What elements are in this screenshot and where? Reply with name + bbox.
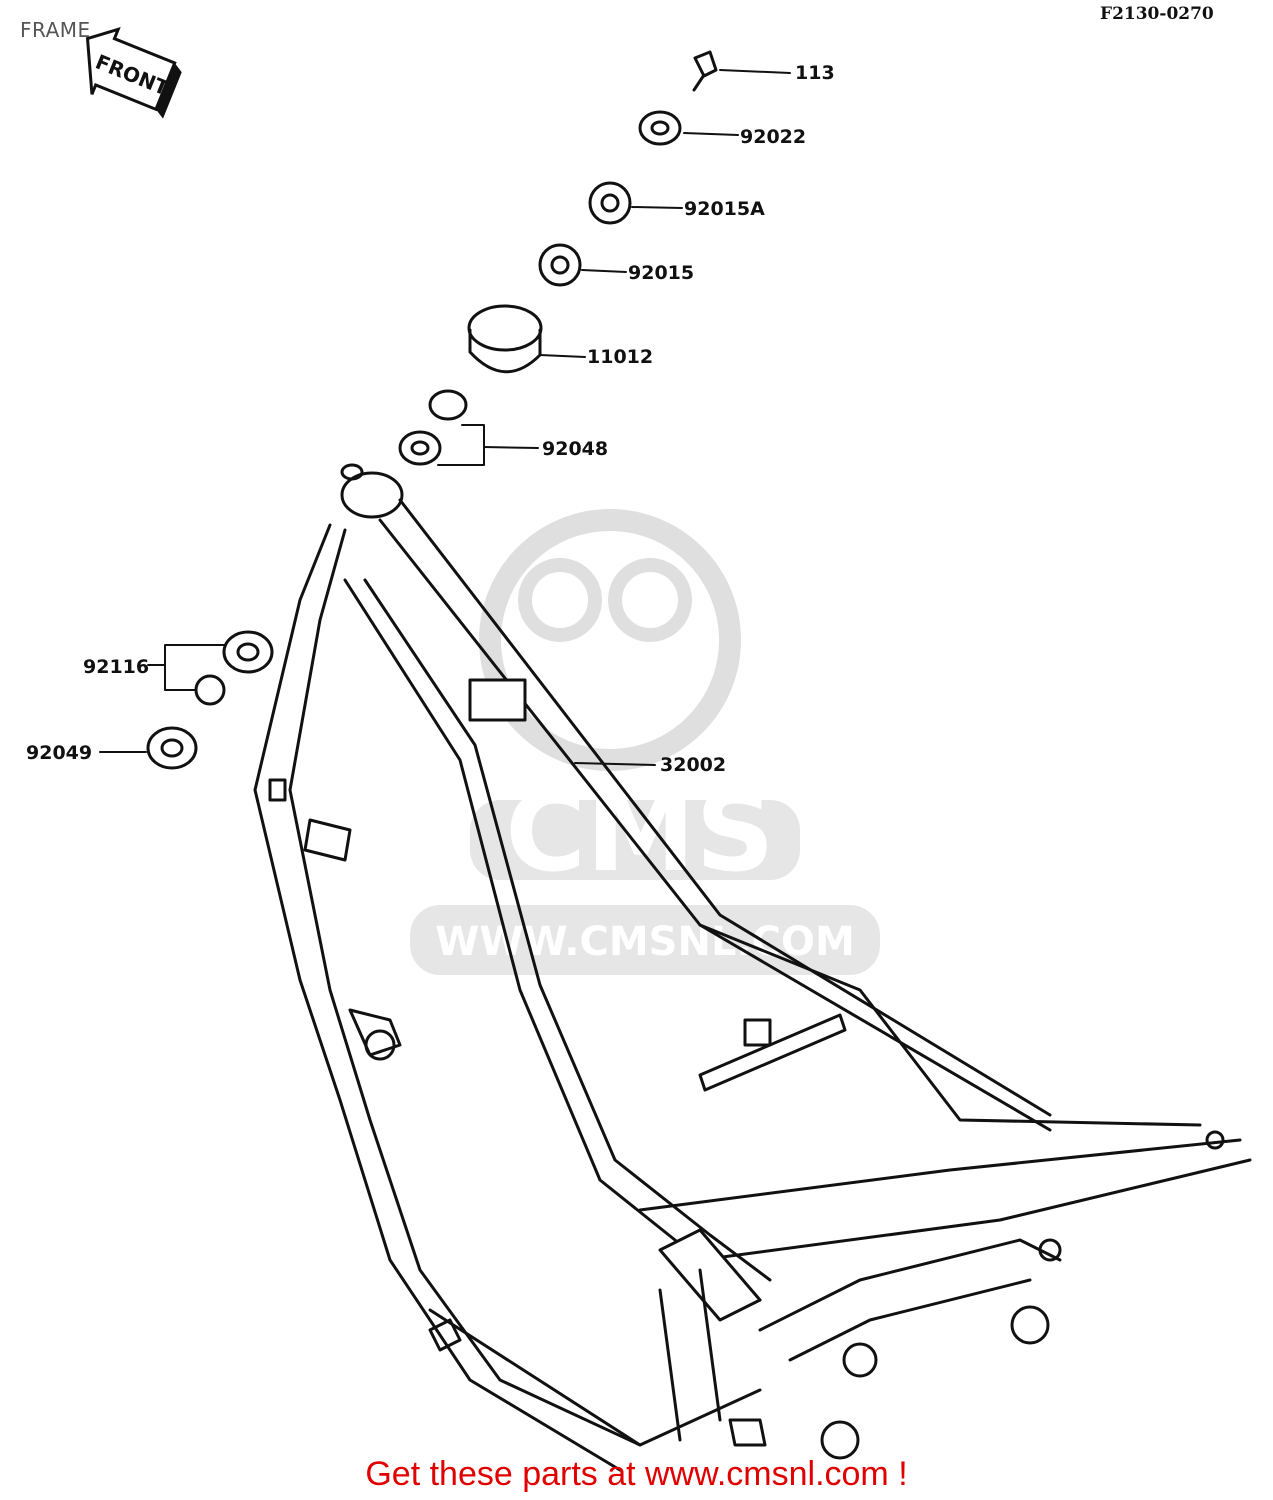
bolt-113 [692, 50, 791, 92]
part-label-32002: 32002 [660, 754, 727, 776]
nut-92015 [538, 243, 627, 287]
nut-92015a [588, 181, 683, 225]
bearings-92048 [398, 389, 539, 466]
part-label-92022: 92022 [740, 126, 807, 148]
part-label-92116: 92116 [83, 656, 150, 678]
watermark-brand: CMS [505, 768, 774, 896]
part-label-11012: 11012 [587, 346, 654, 368]
part-label-92048: 92048 [542, 438, 609, 460]
cms-watermark-logo: CMS WWW.CMSNL.COM [410, 509, 880, 975]
front-arrow-tag: FRONT [85, 27, 182, 119]
part-label-92015: 92015 [628, 262, 695, 284]
cap-11012 [467, 304, 586, 374]
watermark-url: WWW.CMSNL.COM [435, 919, 855, 965]
page-title: FRAME [20, 18, 91, 42]
footer-link-text[interactable]: Get these parts at www.cmsnl.com ! [365, 1455, 908, 1493]
part-label-92049: 92049 [26, 742, 93, 764]
frame-32002 [253, 463, 1252, 1472]
seal-92049 [99, 726, 198, 770]
bearing-92116 [147, 630, 274, 706]
diagram-code: F2130-0270 [1100, 4, 1214, 24]
part-label-113: 113 [795, 62, 835, 84]
part-label-92015a: 92015A [684, 198, 765, 220]
washer-92022 [638, 110, 739, 146]
